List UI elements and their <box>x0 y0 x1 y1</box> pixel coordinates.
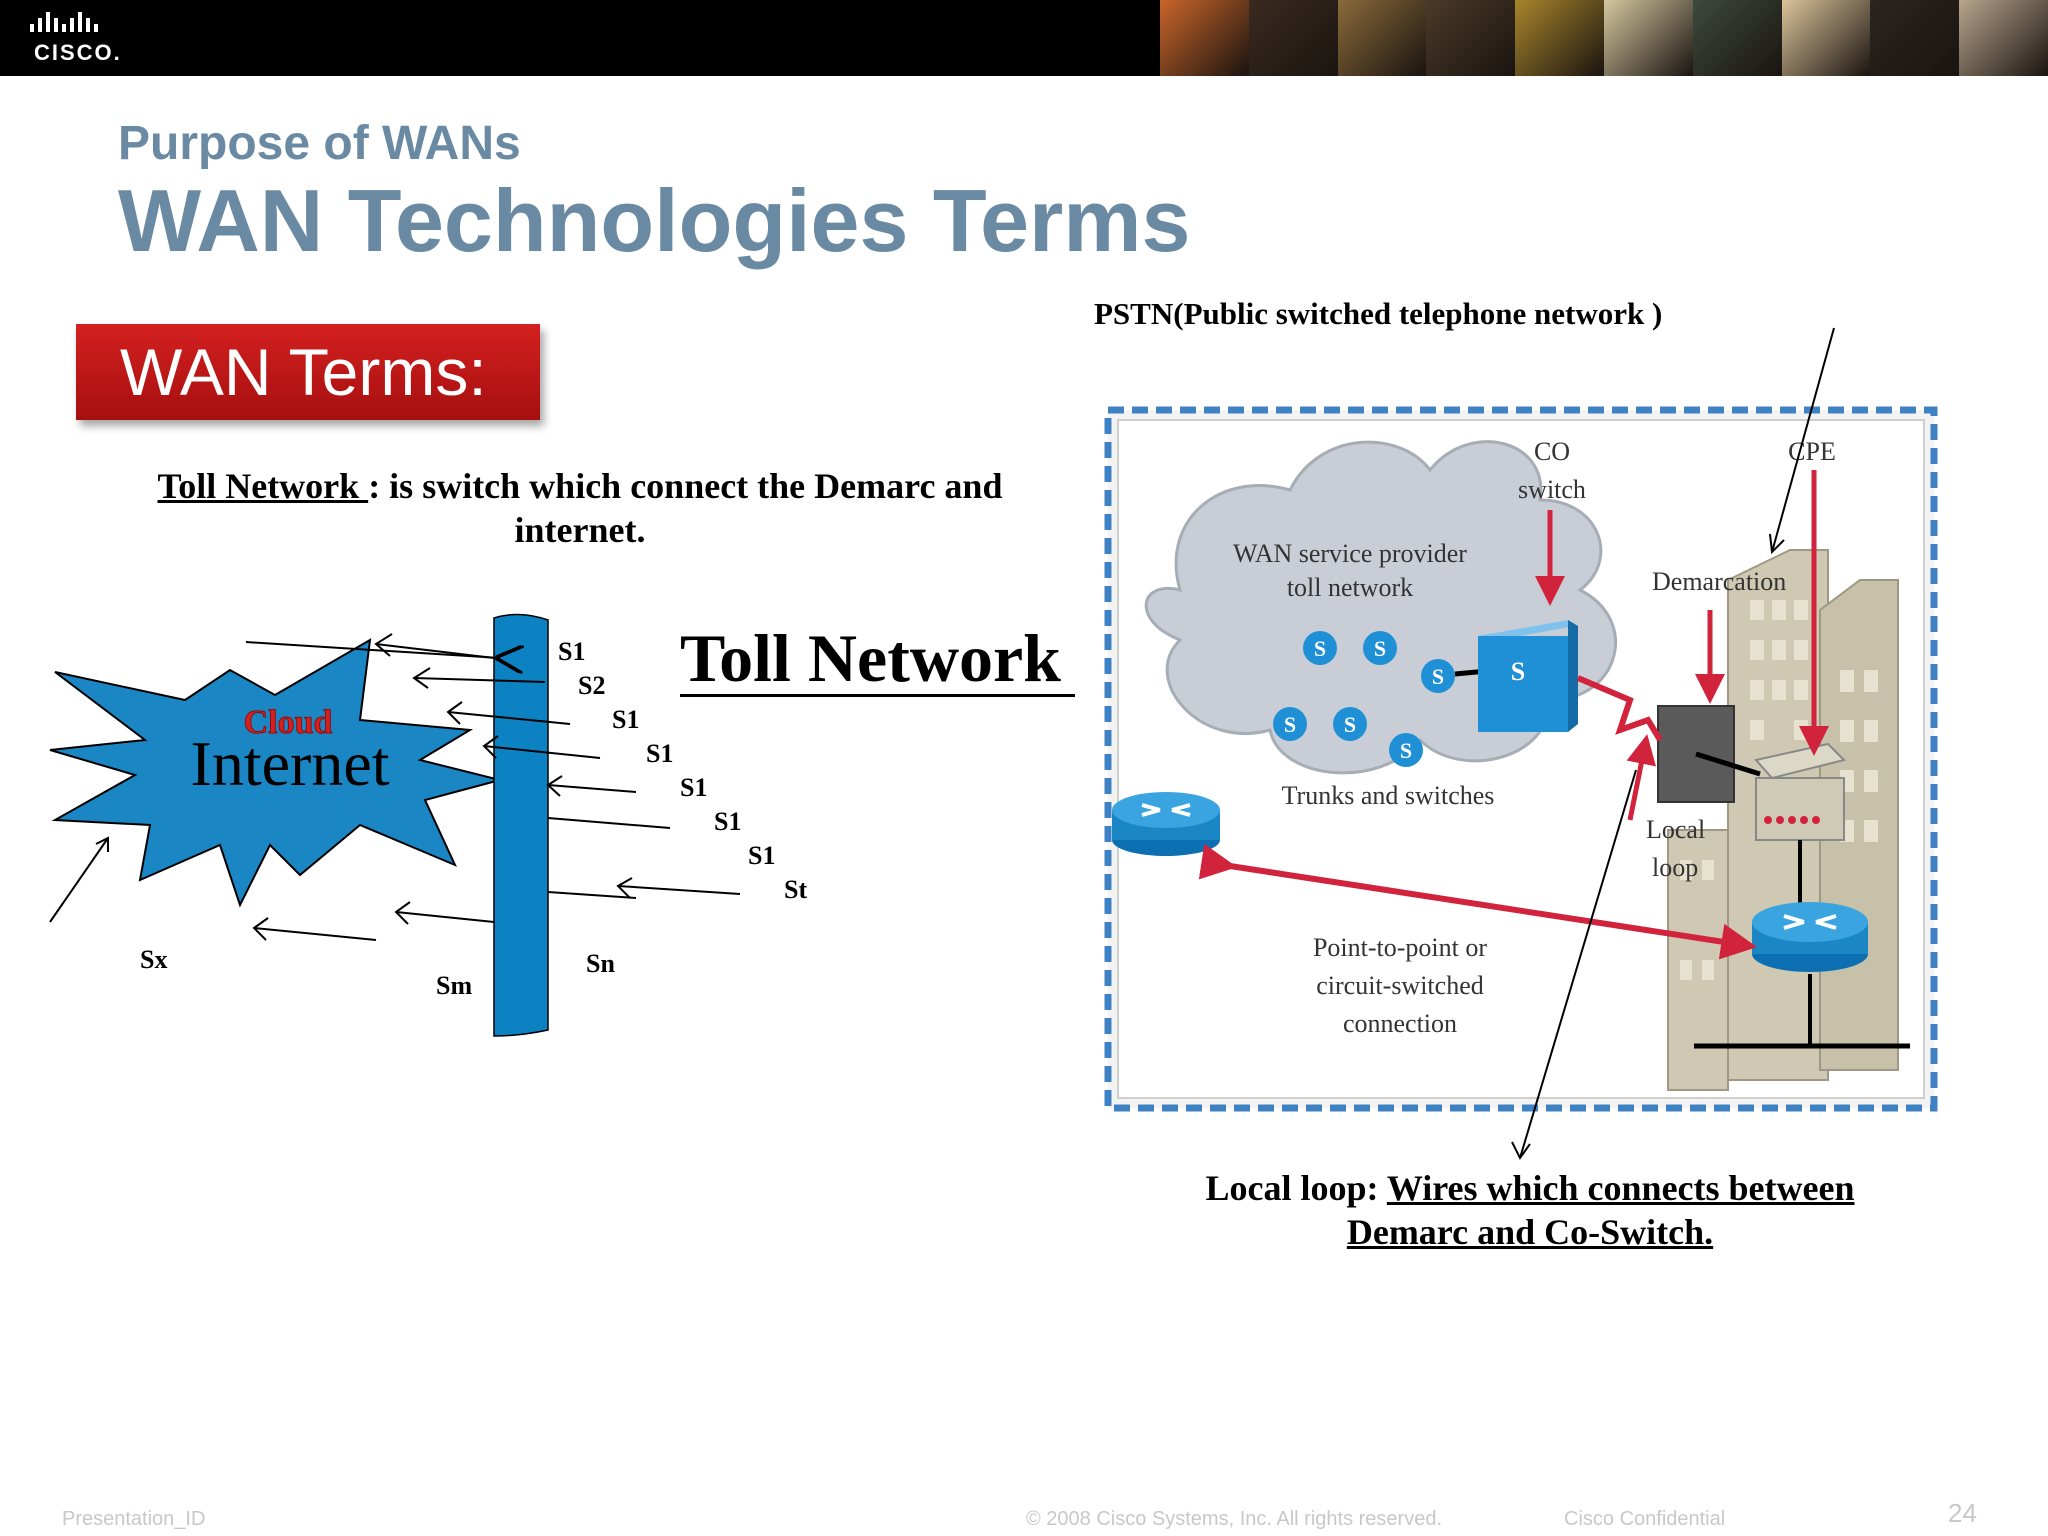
arrow-line <box>483 745 601 759</box>
switch-label: S1 <box>714 807 741 836</box>
toll-network-heading: Toll Network <box>680 622 1075 697</box>
sx-label: Sx <box>140 945 167 974</box>
switch-s: S <box>1344 712 1356 737</box>
co-switch-cube: S <box>1478 620 1578 732</box>
arrowheads <box>95 633 633 941</box>
copyright: © 2008 Cisco Systems, Inc. All rights re… <box>1026 1508 1443 1530</box>
cloud-label: Cloud <box>244 704 333 741</box>
presentation-id: Presentation_ID <box>62 1508 206 1530</box>
switch-label: S1 <box>680 773 707 802</box>
slide-title: WAN Technologies Terms <box>118 171 1191 270</box>
header-photo <box>1603 0 1693 76</box>
switch-s: S <box>1284 712 1296 737</box>
switch-s: S <box>1314 636 1326 661</box>
local-loop-label-1: Local <box>1646 815 1705 844</box>
arrow-line <box>413 677 546 683</box>
wan-terms-label: WAN Terms: <box>120 335 487 409</box>
router-icon-right <box>1752 902 1868 972</box>
header-photo-strip <box>1160 0 2048 76</box>
header-photo <box>1515 0 1604 76</box>
wan-provider-line2: toll network <box>1287 573 1413 602</box>
co-label: CO <box>1534 437 1570 466</box>
router-icon-left <box>1112 792 1220 856</box>
header-photo <box>1426 0 1516 76</box>
arrow-line <box>547 891 637 899</box>
ptp-label-3: connection <box>1343 1009 1457 1038</box>
internet-label: Internet <box>191 728 390 799</box>
header-photo <box>1870 0 1960 76</box>
internet-starburst <box>49 638 504 908</box>
page-number: 24 <box>1948 1498 1977 1528</box>
header-photo <box>1959 0 2048 76</box>
local-loop-def-line1: Wires which connects between <box>1386 1168 1855 1208</box>
switch-label: S1 <box>748 841 775 870</box>
toll-network-def-line1: : is switch which connect the Demarc and <box>368 466 1003 506</box>
switch-label: S1 <box>558 637 585 666</box>
switch-label: S1 <box>646 739 673 768</box>
trunks-label: Trunks and switches <box>1282 781 1495 810</box>
ptp-label-1: Point-to-point or <box>1313 933 1487 962</box>
header-banner: CISCO. <box>0 0 2048 76</box>
header-photo <box>1692 0 1782 76</box>
wan-diagram: WAN service provider toll network Trunks… <box>1104 327 1938 1160</box>
toll-network-diagram: Cloud Internet S1 S2 S1 S1 S1 S1 S1 St S… <box>49 613 807 1037</box>
pstn-pointer-arrow <box>1771 327 1835 553</box>
local-loop-term: Local loop: <box>1205 1168 1387 1208</box>
local-loop-def-line2: Demarc and Co-Switch. <box>1346 1212 1714 1252</box>
toll-network-definition: Toll Network : is switch which connect t… <box>100 464 1060 552</box>
local-loop-definition: Local loop: Wires which connects between… <box>1150 1166 1910 1254</box>
wan-provider-line1: WAN service provider <box>1233 539 1467 568</box>
demarcation-label: Demarcation <box>1652 567 1786 596</box>
switch-s: S <box>1400 738 1412 763</box>
co-switch-s: S <box>1511 657 1525 686</box>
cpe-device-icon <box>1754 742 1846 841</box>
point-to-point-link <box>1198 843 1758 960</box>
local-loop-label-2: loop <box>1652 853 1698 882</box>
arrow-line <box>547 784 637 793</box>
local-loop-link <box>1576 675 1663 742</box>
toll-network-term: Toll Network <box>157 466 369 506</box>
toll-network-def-line2: internet. <box>514 510 646 550</box>
cpe-label: CPE <box>1788 437 1836 466</box>
arrow-line <box>447 711 571 725</box>
slide-subtitle: Purpose of WANs <box>118 117 521 170</box>
arrow-line <box>245 641 500 658</box>
arrow-line <box>617 885 741 895</box>
logo-text: CISCO. <box>34 40 122 65</box>
header-photo <box>1248 0 1338 76</box>
switch-label: S2 <box>578 671 605 700</box>
local-loop-pointer-arrow <box>1519 769 1637 1159</box>
arrow-line <box>253 927 377 941</box>
switch-circles: S S S S S S <box>1273 631 1455 767</box>
arrow-line <box>49 837 109 923</box>
header-photo <box>1781 0 1871 76</box>
arrow-line <box>395 911 495 923</box>
switch-s: S <box>1374 636 1386 661</box>
switch-label: S1 <box>612 705 639 734</box>
pstn-label: PSTN(Public switched telephone network ) <box>1094 296 1663 331</box>
header-photo <box>1160 0 1249 76</box>
sm-label: Sm <box>436 971 472 1000</box>
arrow-line <box>375 643 495 659</box>
switch-s: S <box>1432 664 1444 689</box>
sn-label: Sn <box>586 949 615 978</box>
header-photo <box>1337 0 1427 76</box>
switch-label-co: switch <box>1518 475 1586 504</box>
wan-terms-banner: WAN Terms: <box>76 324 540 420</box>
confidential-label: Cisco Confidential <box>1564 1508 1726 1530</box>
switch-label: St <box>784 875 807 904</box>
arrow-line <box>547 817 671 829</box>
cisco-logo-icon <box>30 12 98 32</box>
ptp-label-2: circuit-switched <box>1316 971 1484 1000</box>
toll-network-bar <box>493 613 549 1037</box>
